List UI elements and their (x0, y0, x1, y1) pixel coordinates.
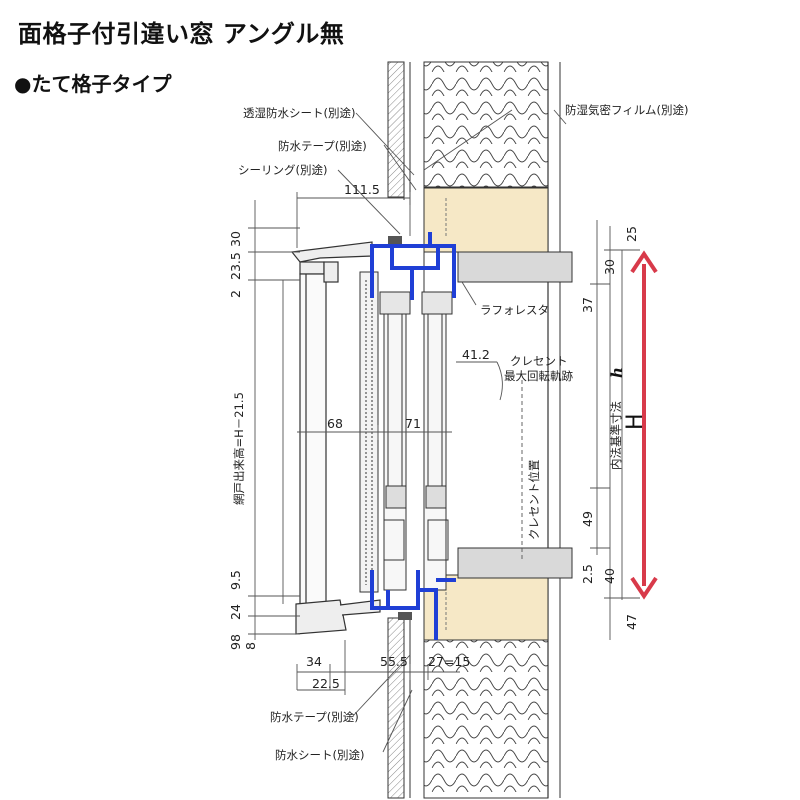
dim-2: 2 (228, 290, 243, 298)
grille-frame (290, 241, 381, 635)
height-arrow (630, 250, 658, 600)
dim-111-5: 111.5 (344, 182, 380, 197)
dim-98: 98 (228, 634, 243, 650)
label-crescent-rot: クレセント (510, 354, 568, 368)
label-sealing: シーリング(別途) (238, 163, 327, 177)
dim-68: 68 (327, 416, 343, 431)
dimension-lines (248, 109, 640, 753)
label-crescent-pos: クレセント位置 (527, 460, 541, 541)
dim-23-5: 23.5 (228, 252, 243, 280)
wall (387, 61, 573, 799)
dim-2-5: 2.5 (580, 564, 595, 584)
label-bousui-tape-bottom: 防水テープ(別途) (270, 710, 359, 724)
label-bousui-tape-top: 防水テープ(別途) (278, 139, 367, 153)
dim-55-5: 55.5 (380, 654, 408, 669)
label-big-h: H (623, 413, 648, 430)
dim-8: 8 (243, 642, 258, 650)
dim-49: 49 (580, 511, 595, 527)
label-tousitsu-sheet: 透湿防水シート(別途) (243, 106, 355, 120)
dim-34: 34 (306, 654, 322, 669)
label-crescent-rot2: 最大回転軌跡 (504, 369, 573, 383)
dim-41-2: 41.2 (462, 347, 490, 362)
window-frame-blue (370, 232, 456, 640)
sash (359, 271, 453, 593)
dim-22-5: 22.5 (312, 676, 340, 691)
label-laforesta: ラフォレスタ (480, 303, 549, 317)
dim-30-right: 30 (602, 259, 617, 275)
dim-24: 24 (228, 604, 243, 620)
dim-47: 47 (624, 614, 639, 630)
dim-40: 40 (602, 568, 617, 584)
label-naihou-h: h (608, 367, 626, 378)
page-title: 面格子付引違い窓 アングル無 (18, 20, 345, 48)
dim-30-top: 30 (228, 231, 243, 247)
dim-71: 71 (405, 416, 421, 431)
sealing-marks (388, 236, 412, 620)
dim-37: 37 (580, 297, 595, 313)
dim-27-15: 27=15 (428, 654, 470, 669)
page-subtitle: ●たて格子タイプ (14, 72, 172, 96)
dim-9-5: 9.5 (228, 570, 243, 590)
label-amido: 網戸出来高=H－21.5 (232, 392, 246, 505)
label-naihou: 内法基準寸法 (609, 401, 623, 470)
label-bousui-sheet: 防水シート(別途) (275, 748, 364, 762)
label-boushitsu-film: 防湿気密フィルム(別途) (565, 103, 689, 117)
dim-25: 25 (624, 226, 639, 242)
